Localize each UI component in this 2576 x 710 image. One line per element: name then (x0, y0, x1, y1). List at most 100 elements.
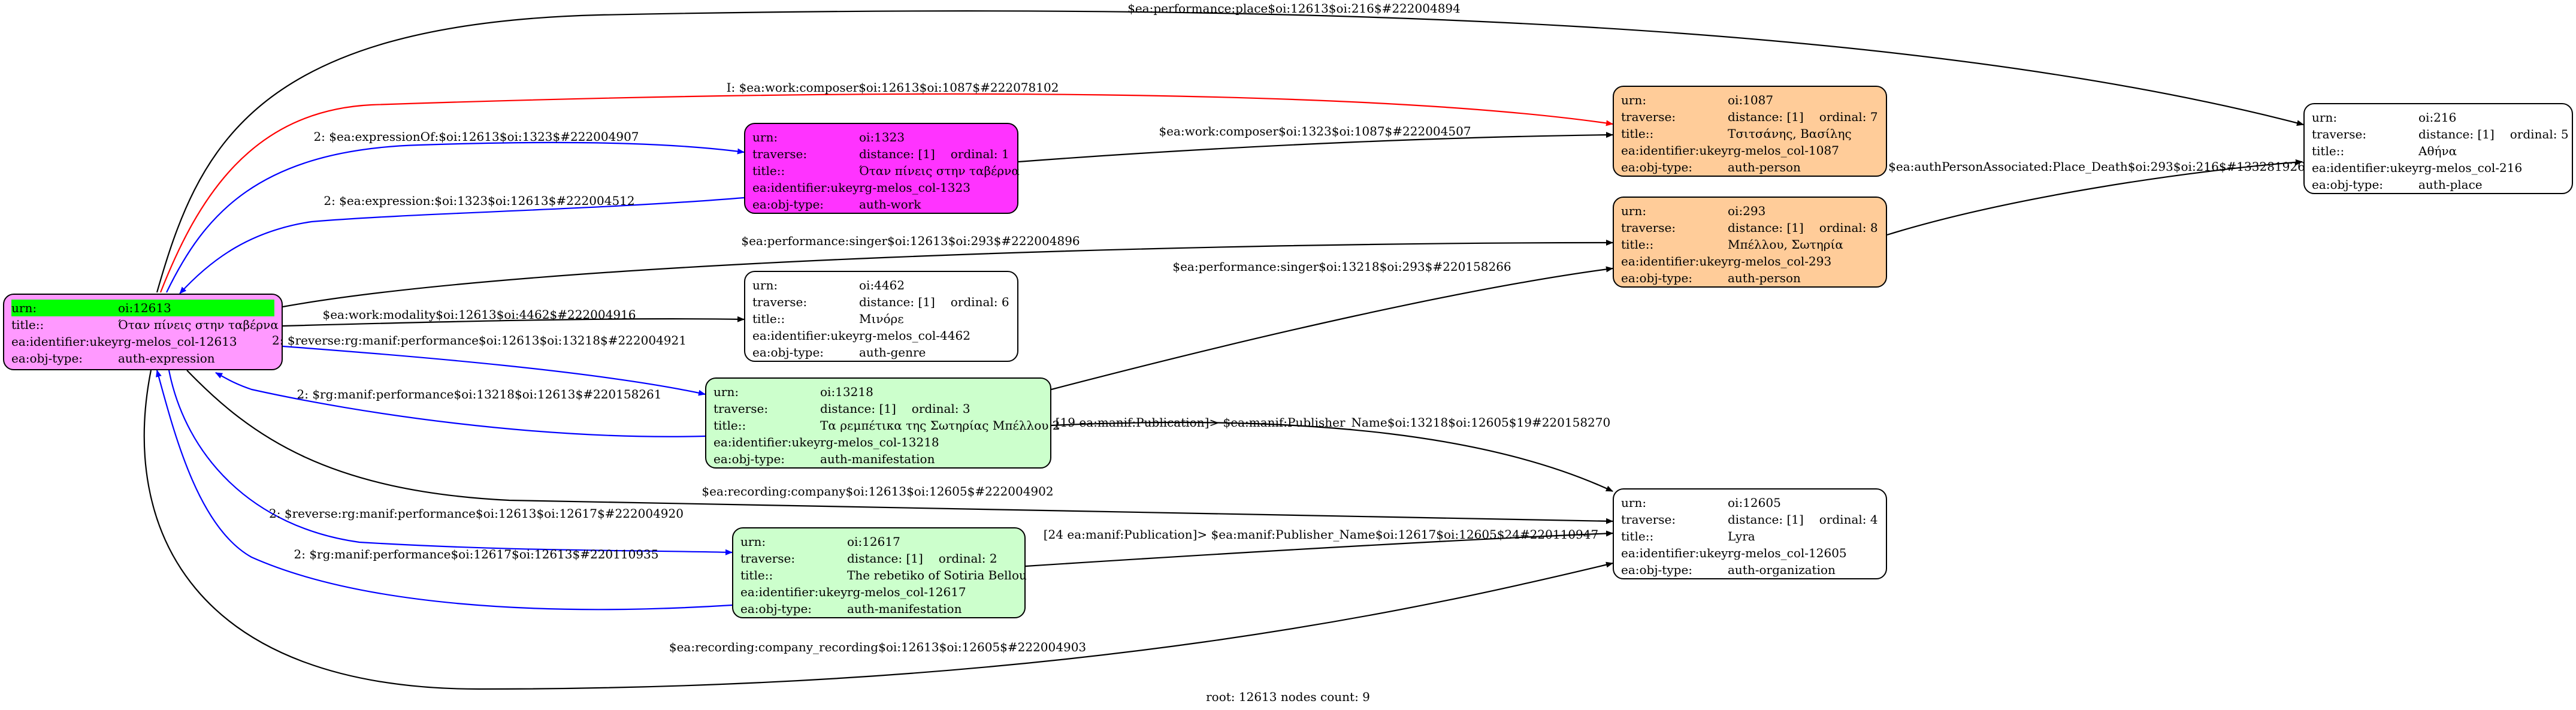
field-key: urn: (2312, 110, 2338, 125)
edge-label: $ea:recording:company_recording$oi:12613… (669, 640, 1087, 654)
edge-recording-company-recording (143, 370, 1613, 690)
root-urn-row: urn: oi:12613 (11, 300, 274, 316)
field-key: urn: (752, 278, 778, 292)
node-person-1087[interactable]: urn:oi:1087 traverse:distance: [1]ordina… (1613, 86, 1887, 177)
edge-label: $ea:work:composer$oi:1323$oi:1087$#22200… (1159, 124, 1471, 138)
field-key: title:: (1621, 529, 1654, 543)
field-key: urn: (1621, 204, 1647, 218)
field-key: title:: (740, 568, 773, 582)
field-key: traverse: (752, 147, 808, 161)
field-value: oi:12605 (1728, 496, 1781, 510)
field-value: rg-melos_col-4462 (859, 328, 970, 343)
field-value: distance: [1] (859, 147, 935, 161)
field-key: title:: (752, 164, 785, 178)
field-key: title:: (11, 318, 44, 332)
field-ordinal: ordinal: 1 (950, 147, 1009, 161)
field-key: traverse: (752, 295, 808, 309)
edge-singer-root (282, 240, 1613, 308)
field-value: auth-work (859, 197, 921, 212)
field-value: Αθήνα (2418, 144, 2457, 158)
field-ordinal: ordinal: 7 (1819, 110, 1878, 124)
field-key: ea:identifier:ukey (713, 435, 821, 449)
field-key: urn: (11, 301, 37, 315)
field-value: distance: [1] (2418, 127, 2495, 141)
field-value: distance: [1] (847, 551, 923, 566)
node-person-293[interactable]: urn:oi:293 traverse:distance: [1]ordinal… (1613, 197, 1887, 288)
field-ordinal: ordinal: 3 (911, 401, 970, 416)
field-value: Μινόρε (859, 312, 904, 326)
field-key: ea:identifier:ukey (1621, 254, 1728, 268)
edge-performance-place (156, 10, 2304, 293)
field-value: oi:12617 (847, 534, 900, 549)
edge-label: [24 ea:manif:Publication]> $ea:manif:Pub… (1043, 527, 1599, 542)
field-key: traverse: (1621, 512, 1676, 527)
field-key: ea:identifier:ukey (752, 180, 860, 195)
edge-composer-from-work (1018, 132, 1613, 163)
field-key: urn: (752, 130, 778, 144)
field-value: auth-organization (1728, 563, 1836, 577)
node-manifestation-12617[interactable]: urn:oi:12617 traverse:distance: [1]ordin… (732, 527, 1027, 618)
field-ordinal: ordinal: 5 (2510, 127, 2569, 141)
edge-label: $ea:performance:place$oi:12613$oi:216$#2… (1127, 1, 1461, 16)
field-key: ea:obj-type: (2312, 177, 2384, 192)
field-value: auth-person (1728, 160, 1801, 174)
edge-work-modality (282, 316, 745, 327)
node-genre-4462[interactable]: urn:oi:4462 traverse:distance: [1]ordina… (744, 271, 1018, 362)
field-key: title:: (2312, 144, 2345, 158)
field-value: auth-place (2418, 177, 2483, 192)
field-value: Lyra (1728, 529, 1755, 543)
field-key: ea:obj-type: (1621, 563, 1693, 577)
edge-reverse-manif-12617 (168, 370, 733, 555)
edge-publisher-13218 (1051, 421, 1613, 492)
field-value: auth-person (1728, 271, 1801, 285)
node-organization-12605[interactable]: urn: oi:12605 traverse: distance: [1] ordin… (1613, 488, 1887, 579)
field-value: oi:216 (2418, 110, 2457, 125)
edge-label: [19 ea:manif:Publication]> $ea:manif:Pub… (1055, 415, 1611, 430)
edge-label: $ea:recording:company$oi:12613$oi:12605$… (702, 484, 1054, 498)
field-key: ea:identifier:ukey (740, 585, 848, 599)
field-value: auth-expression (118, 351, 215, 365)
field-value: auth-genre (859, 345, 926, 359)
node-manifestation-13218[interactable]: urn:oi:13218 traverse:distance: [1]ordin… (705, 377, 1060, 469)
edge-label: $ea:performance:singer$oi:13218$oi:293$#… (1172, 259, 1511, 274)
field-value: distance: [1] (1728, 512, 1804, 527)
field-value: Τα ρεμπέτικα της Σωτηρίας Μπέλλου 2 (820, 418, 1060, 433)
node-root-expression[interactable]: urn: oi:12613 title:: Όταν πίνεις στην τ… (3, 294, 283, 370)
node-work-1323[interactable]: urn: oi:1323 traverse: distance: [1] ordina… (744, 123, 1020, 214)
field-key: title:: (1621, 237, 1654, 252)
field-ordinal: ordinal: 2 (938, 551, 997, 566)
field-key: urn: (1621, 496, 1647, 510)
field-value: oi:13218 (820, 385, 873, 399)
field-row: title:: Όταν πίνεις στην ταβέρνα (11, 316, 279, 333)
field-key: title:: (1621, 126, 1654, 141)
field-ordinal: ordinal: 6 (950, 295, 1009, 309)
node-place-216[interactable]: urn:oi:216 traverse:distance: [1]ordinal… (2303, 103, 2573, 194)
field-ordinal: ordinal: 4 (1819, 512, 1878, 527)
field-key: traverse: (713, 401, 769, 416)
edge-label: $ea:authPersonAssociated:Place_Death$oi:… (1888, 159, 2305, 174)
field-key: ea:obj-type: (1621, 271, 1693, 285)
field-value: rg-melos_col-13218 (820, 435, 939, 449)
field-value: distance: [1] (820, 401, 896, 416)
field-key: ea:obj-type: (11, 351, 83, 365)
edge-label: $ea:work:modality$oi:12613$oi:4462$#2220… (322, 307, 636, 322)
field-value: The rebetiko of Sotiria Bellou (847, 568, 1027, 582)
field-value: oi:1323 (859, 130, 905, 144)
field-key: ea:identifier:ukey (11, 334, 119, 349)
field-value: rg-melos_col-293 (1728, 254, 1832, 268)
field-value: auth-manifestation (820, 452, 935, 466)
edge-publisher-12617 (1025, 530, 1613, 567)
graph-footer: root: 12613 nodes count: 9 (1206, 690, 1370, 704)
field-value: Όταν πίνεις στην ταβέρνα (859, 164, 1020, 178)
field-key: urn: (740, 534, 766, 549)
edge-label: I: $ea:work:composer$oi:12613$oi:1087$#2… (726, 80, 1059, 95)
edge-singer-manif (1051, 266, 1613, 391)
field-value: Όταν πίνεις στην ταβέρνα (118, 318, 279, 332)
field-key: title:: (752, 312, 785, 326)
field-value: oi:12613 (118, 301, 171, 315)
field-row: ea:identifier:ukey rg-melos_col-12613 (11, 333, 274, 350)
field-value: distance: [1] (859, 295, 935, 309)
field-value: Τσιτσάνης, Βασίλης (1728, 126, 1852, 141)
field-key: ea:obj-type: (740, 602, 812, 616)
